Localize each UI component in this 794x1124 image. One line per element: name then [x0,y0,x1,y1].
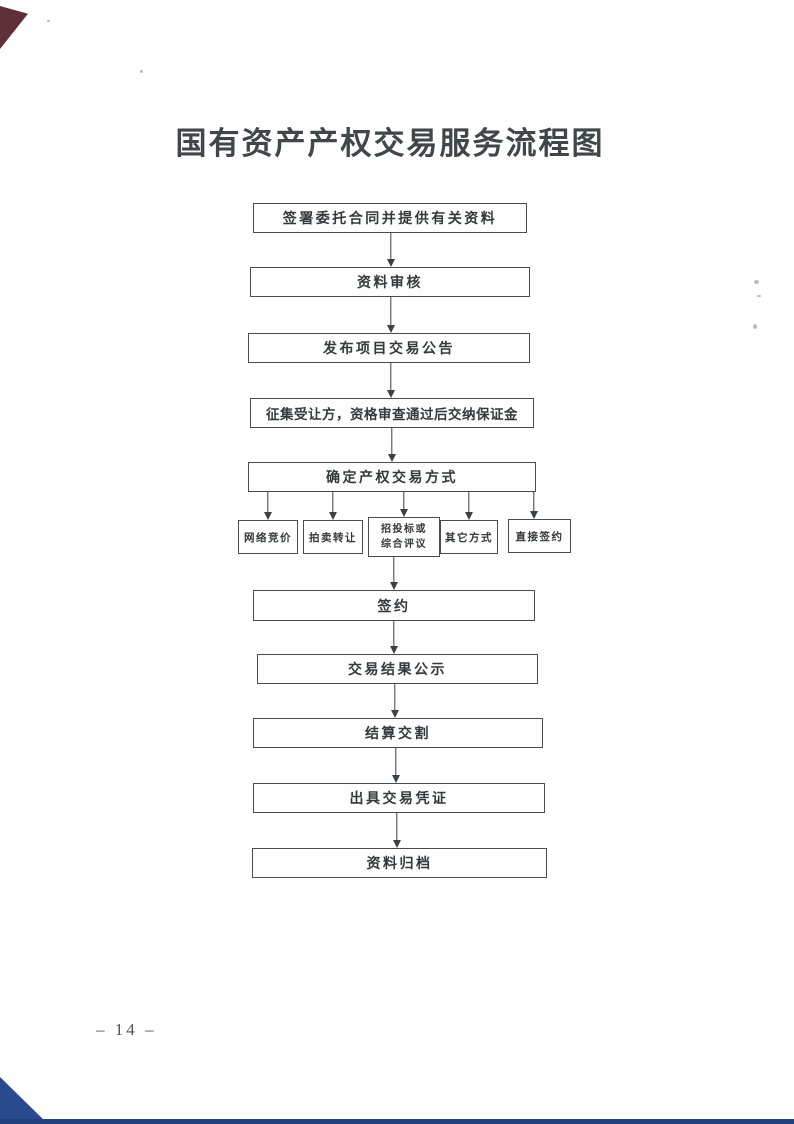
scan-speck [753,324,757,329]
down-arrow-icon [391,748,401,783]
flow-step-material-review: 资料审核 [250,267,530,297]
flow-step-sign-entrust-contract: 签署委托合同并提供有关资料 [253,203,527,233]
page-number: – 14 – [96,1020,157,1039]
flow-step-sign-contract: 签约 [253,590,535,621]
flow-step-settlement-delivery: 结算交割 [253,718,543,748]
flow-step-publish-announcement: 发布项目交易公告 [248,333,530,363]
flow-step-issue-certificate: 出具交易凭证 [253,783,545,813]
flow-branch-bidding-or-evaluation: 招投标或综合评议 [368,517,440,557]
flow-step-solicit-transferees: 征集受让方，资格审查通过后交纳保证金 [250,398,534,428]
down-arrow-icon [392,813,402,848]
down-arrow-icon [529,492,539,519]
flow-step-archive-materials: 资料归档 [252,848,547,878]
flow-branch-direct-signing: 直接签约 [508,519,571,553]
down-arrow-icon [387,428,397,462]
flow-step-determine-trade-method: 确定产权交易方式 [248,462,536,492]
scan-speck [140,70,143,73]
down-arrow-icon [386,297,396,333]
scan-artifact-bottom-edge [0,1119,794,1124]
scan-speck [754,280,759,284]
flow-step-result-publicity: 交易结果公示 [257,654,538,684]
down-arrow-icon [399,492,409,517]
down-arrow-icon [328,492,338,520]
down-arrow-icon [386,363,396,398]
flow-branch-other-method: 其它方式 [440,520,498,554]
scan-artifact-corner-bottom-left [0,1077,48,1124]
flow-branch-network-bidding: 网络竞价 [238,520,298,554]
down-arrow-icon [389,557,399,590]
down-arrow-icon [390,684,400,718]
page-title: 国有资产产权交易服务流程图 [175,126,605,161]
down-arrow-icon [386,233,396,267]
scan-speck [47,20,50,22]
down-arrow-icon [263,492,273,520]
flow-branch-auction-transfer: 拍卖转让 [303,520,363,554]
scan-speck [757,295,761,297]
down-arrow-icon [389,621,399,654]
down-arrow-icon [464,492,474,520]
scan-artifact-corner-top-left [0,6,28,49]
